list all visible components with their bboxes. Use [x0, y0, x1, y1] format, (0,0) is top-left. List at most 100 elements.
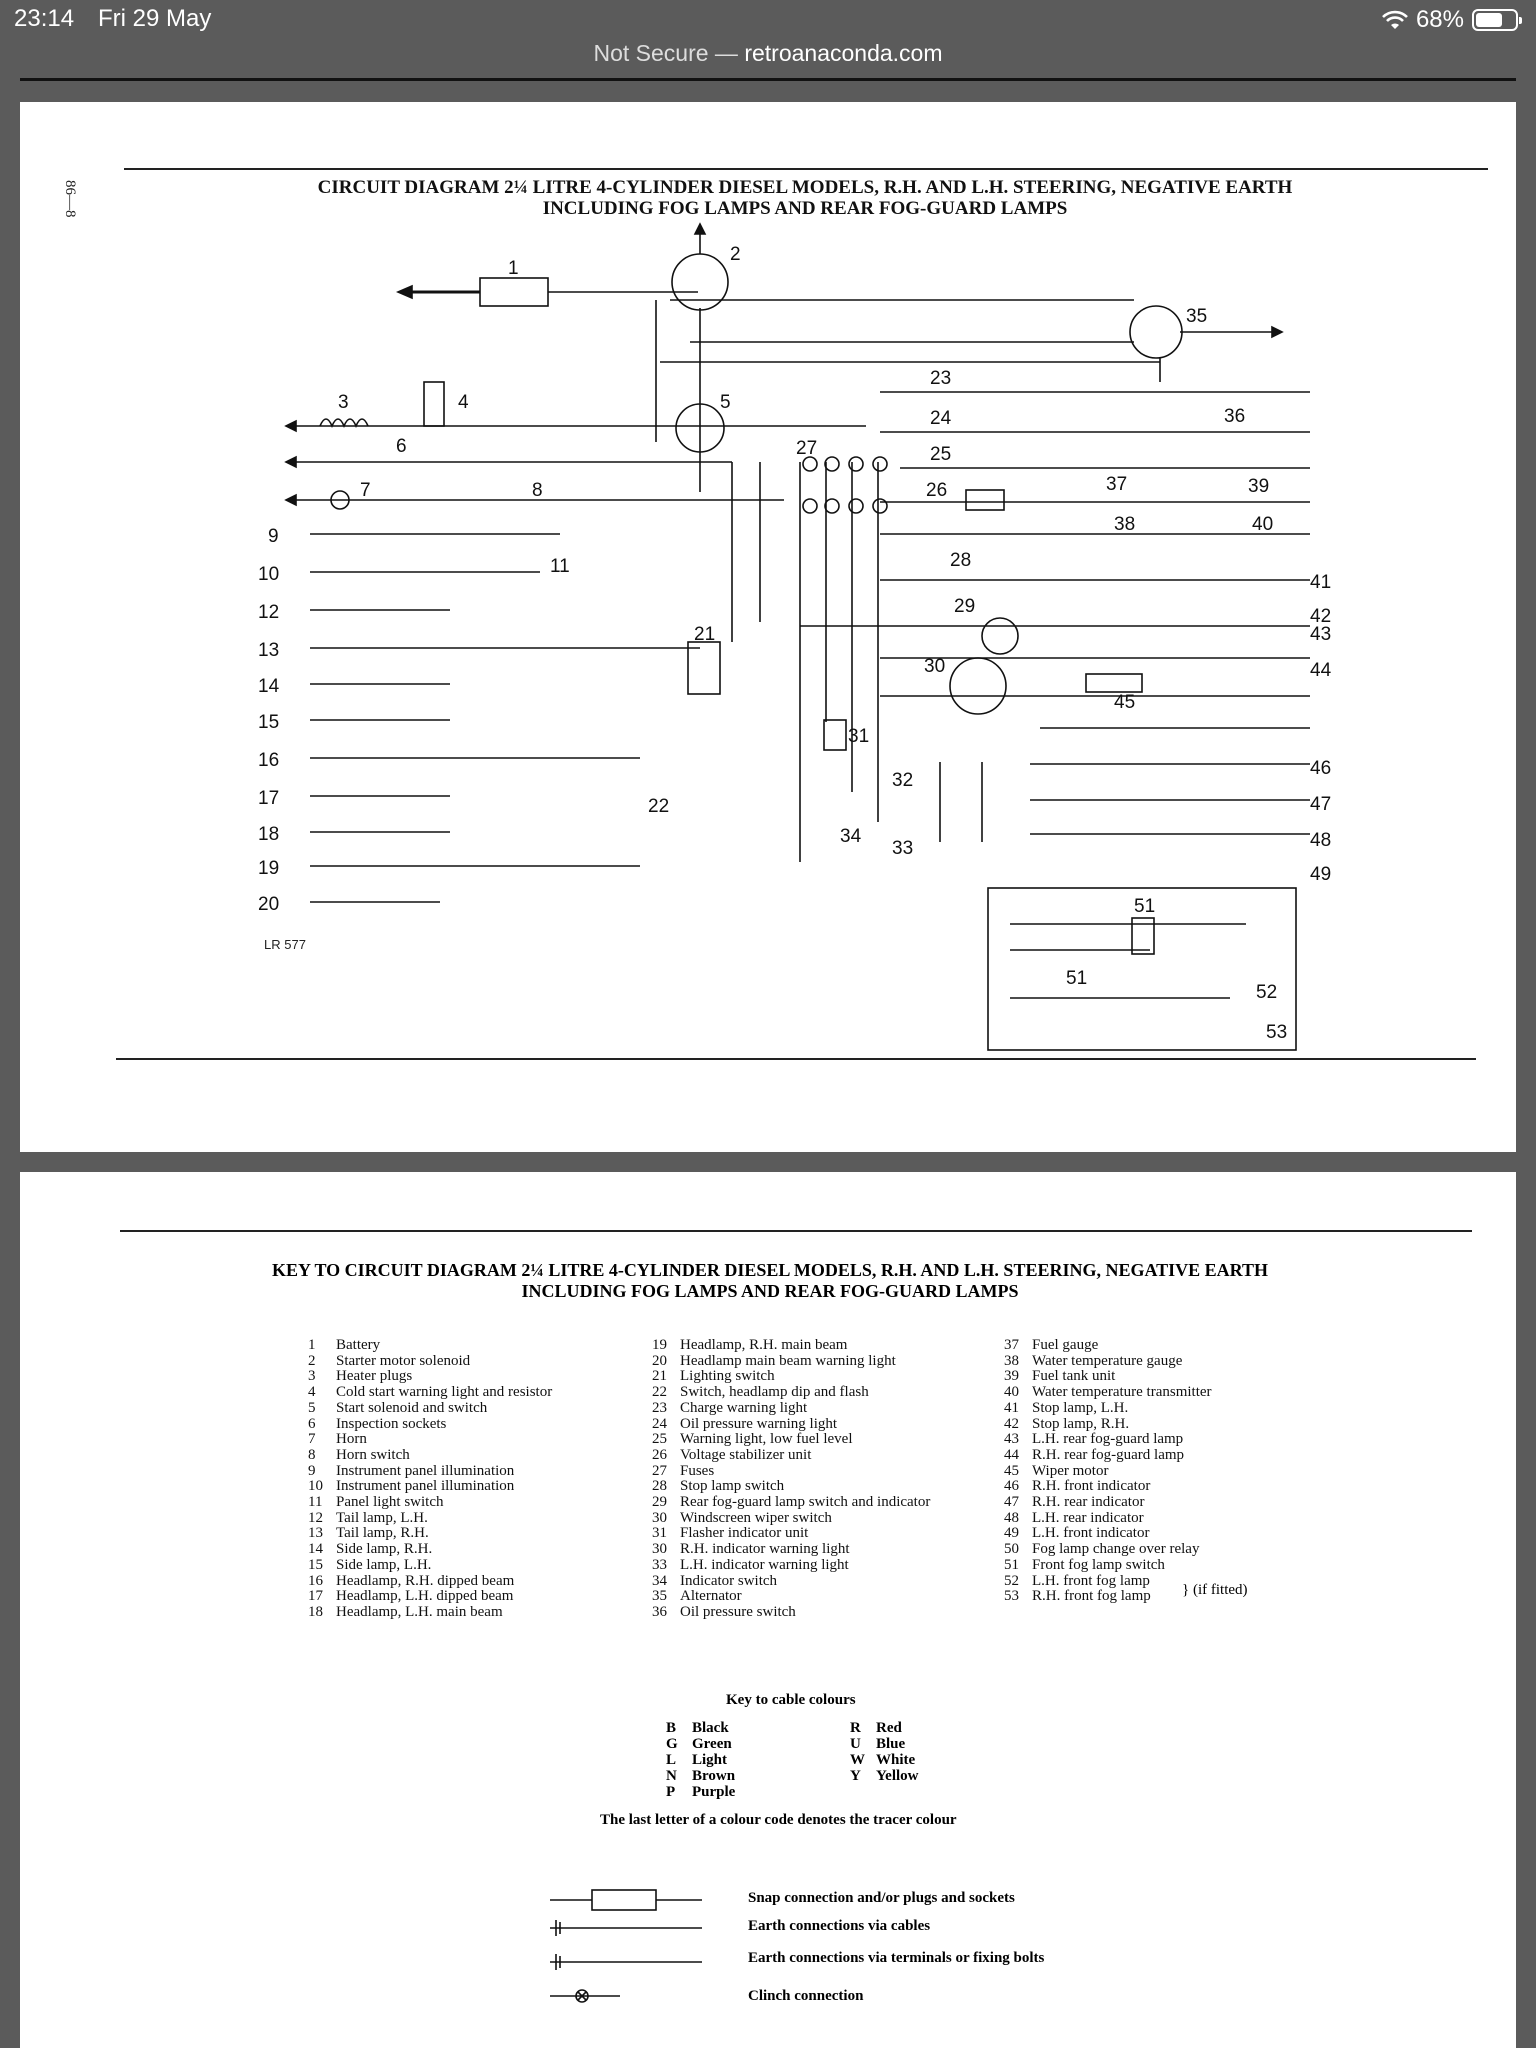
- key-title-line1: KEY TO CIRCUIT DIAGRAM 2¼ LITRE 4-CYLIND…: [271, 1260, 1269, 1280]
- item-code: 1: [308, 1337, 316, 1353]
- item-code: P: [666, 1784, 676, 1800]
- item-label: Heater plugs: [336, 1368, 413, 1385]
- svg-text:51: 51: [1066, 968, 1087, 989]
- item-label: Blue: [876, 1736, 906, 1752]
- item-code: 22: [652, 1384, 667, 1401]
- alternator-symbol: [1129, 305, 1183, 359]
- item-code: 2: [308, 1352, 316, 1369]
- item-code: L: [666, 1752, 677, 1768]
- wiper-motor-symbol: [1085, 673, 1143, 693]
- item-label: L.H. front fog lamp: [1032, 1572, 1150, 1589]
- list-item: 24 Oil pressure warning light: [652, 1415, 930, 1433]
- item-label: Instrument panel illumination: [336, 1478, 515, 1495]
- item-code: 12: [308, 1509, 323, 1526]
- status-indicators: 68%: [1382, 6, 1522, 34]
- svg-text:36: 36: [1224, 406, 1245, 427]
- item-label: Stop lamp, L.H.: [1032, 1399, 1129, 1416]
- item-label: Battery: [336, 1337, 381, 1353]
- item-code: R: [850, 1720, 861, 1736]
- item-code: 24: [652, 1415, 667, 1432]
- start-solenoid-symbol: [675, 403, 725, 453]
- item-code: 39: [1004, 1368, 1019, 1385]
- item-label: Flasher indicator unit: [680, 1525, 809, 1542]
- item-code: 31: [652, 1525, 667, 1542]
- svg-text:32: 32: [892, 770, 913, 791]
- item-code: 30: [652, 1509, 667, 1526]
- item-code: 9: [308, 1462, 316, 1479]
- status-date: Fri 29 May: [98, 5, 212, 32]
- item-code: 23: [652, 1399, 667, 1416]
- item-label: Black: [692, 1720, 729, 1736]
- address-bar[interactable]: Not Secure — retroanaconda.com: [0, 40, 1536, 67]
- svg-text:30: 30: [924, 656, 945, 677]
- earth-cable-symbol: [550, 1920, 702, 1936]
- item-code: W: [850, 1752, 865, 1768]
- voltage-stabilizer-symbol: [965, 489, 1005, 511]
- clinch-connection-symbol: [550, 1989, 620, 2003]
- fog-lamp-box: [987, 887, 1297, 1051]
- item-label: Horn: [336, 1431, 367, 1448]
- status-time: 23:14: [14, 5, 75, 32]
- item-code: 4: [308, 1384, 316, 1401]
- item-label: Green: [692, 1736, 732, 1752]
- svg-text:20: 20: [258, 894, 279, 915]
- connection-legend-symbols: [550, 1889, 702, 2003]
- item-code: 28: [652, 1478, 667, 1495]
- item-code: 8: [308, 1446, 316, 1463]
- earth-terminal-symbol: [550, 1954, 702, 1970]
- lighting-switch-symbol: [687, 641, 721, 695]
- item-label: Fog lamp change over relay: [1032, 1541, 1200, 1558]
- diagram-title-line1: CIRCUIT DIAGRAM 2¼ LITRE 4-CYLINDER DIES…: [317, 177, 1293, 198]
- item-code: 30: [652, 1541, 667, 1558]
- security-label: Not Secure —: [593, 40, 738, 66]
- item-label: Red: [876, 1720, 902, 1736]
- item-code: 47: [1004, 1494, 1019, 1511]
- item-label: Brown: [692, 1768, 736, 1784]
- item-code: 37: [1004, 1337, 1019, 1353]
- item-label: Water temperature transmitter: [1032, 1384, 1212, 1401]
- item-code: 20: [652, 1352, 667, 1369]
- svg-text:53: 53: [1266, 1022, 1287, 1043]
- browser-top-bar: 23:14 Fri 29 May 68% Not Secure — retroa…: [0, 0, 1536, 78]
- item-code: 53: [1004, 1588, 1019, 1605]
- svg-text:29: 29: [954, 596, 975, 617]
- item-label: Oil pressure warning light: [680, 1415, 838, 1432]
- list-item: R Red: [850, 1720, 919, 1736]
- item-label: Headlamp main beam warning light: [680, 1352, 896, 1369]
- item-code: 5: [308, 1399, 316, 1416]
- svg-text:11: 11: [550, 556, 570, 577]
- item-code: 3: [308, 1368, 316, 1385]
- item-code: 11: [308, 1494, 323, 1511]
- item-code: 17: [308, 1588, 323, 1605]
- item-label: L.H. rear fog-guard lamp: [1032, 1431, 1184, 1448]
- item-label: L.H. front indicator: [1032, 1525, 1150, 1542]
- item-label: Voltage stabilizer unit: [680, 1446, 812, 1463]
- svg-text:5: 5: [720, 392, 731, 413]
